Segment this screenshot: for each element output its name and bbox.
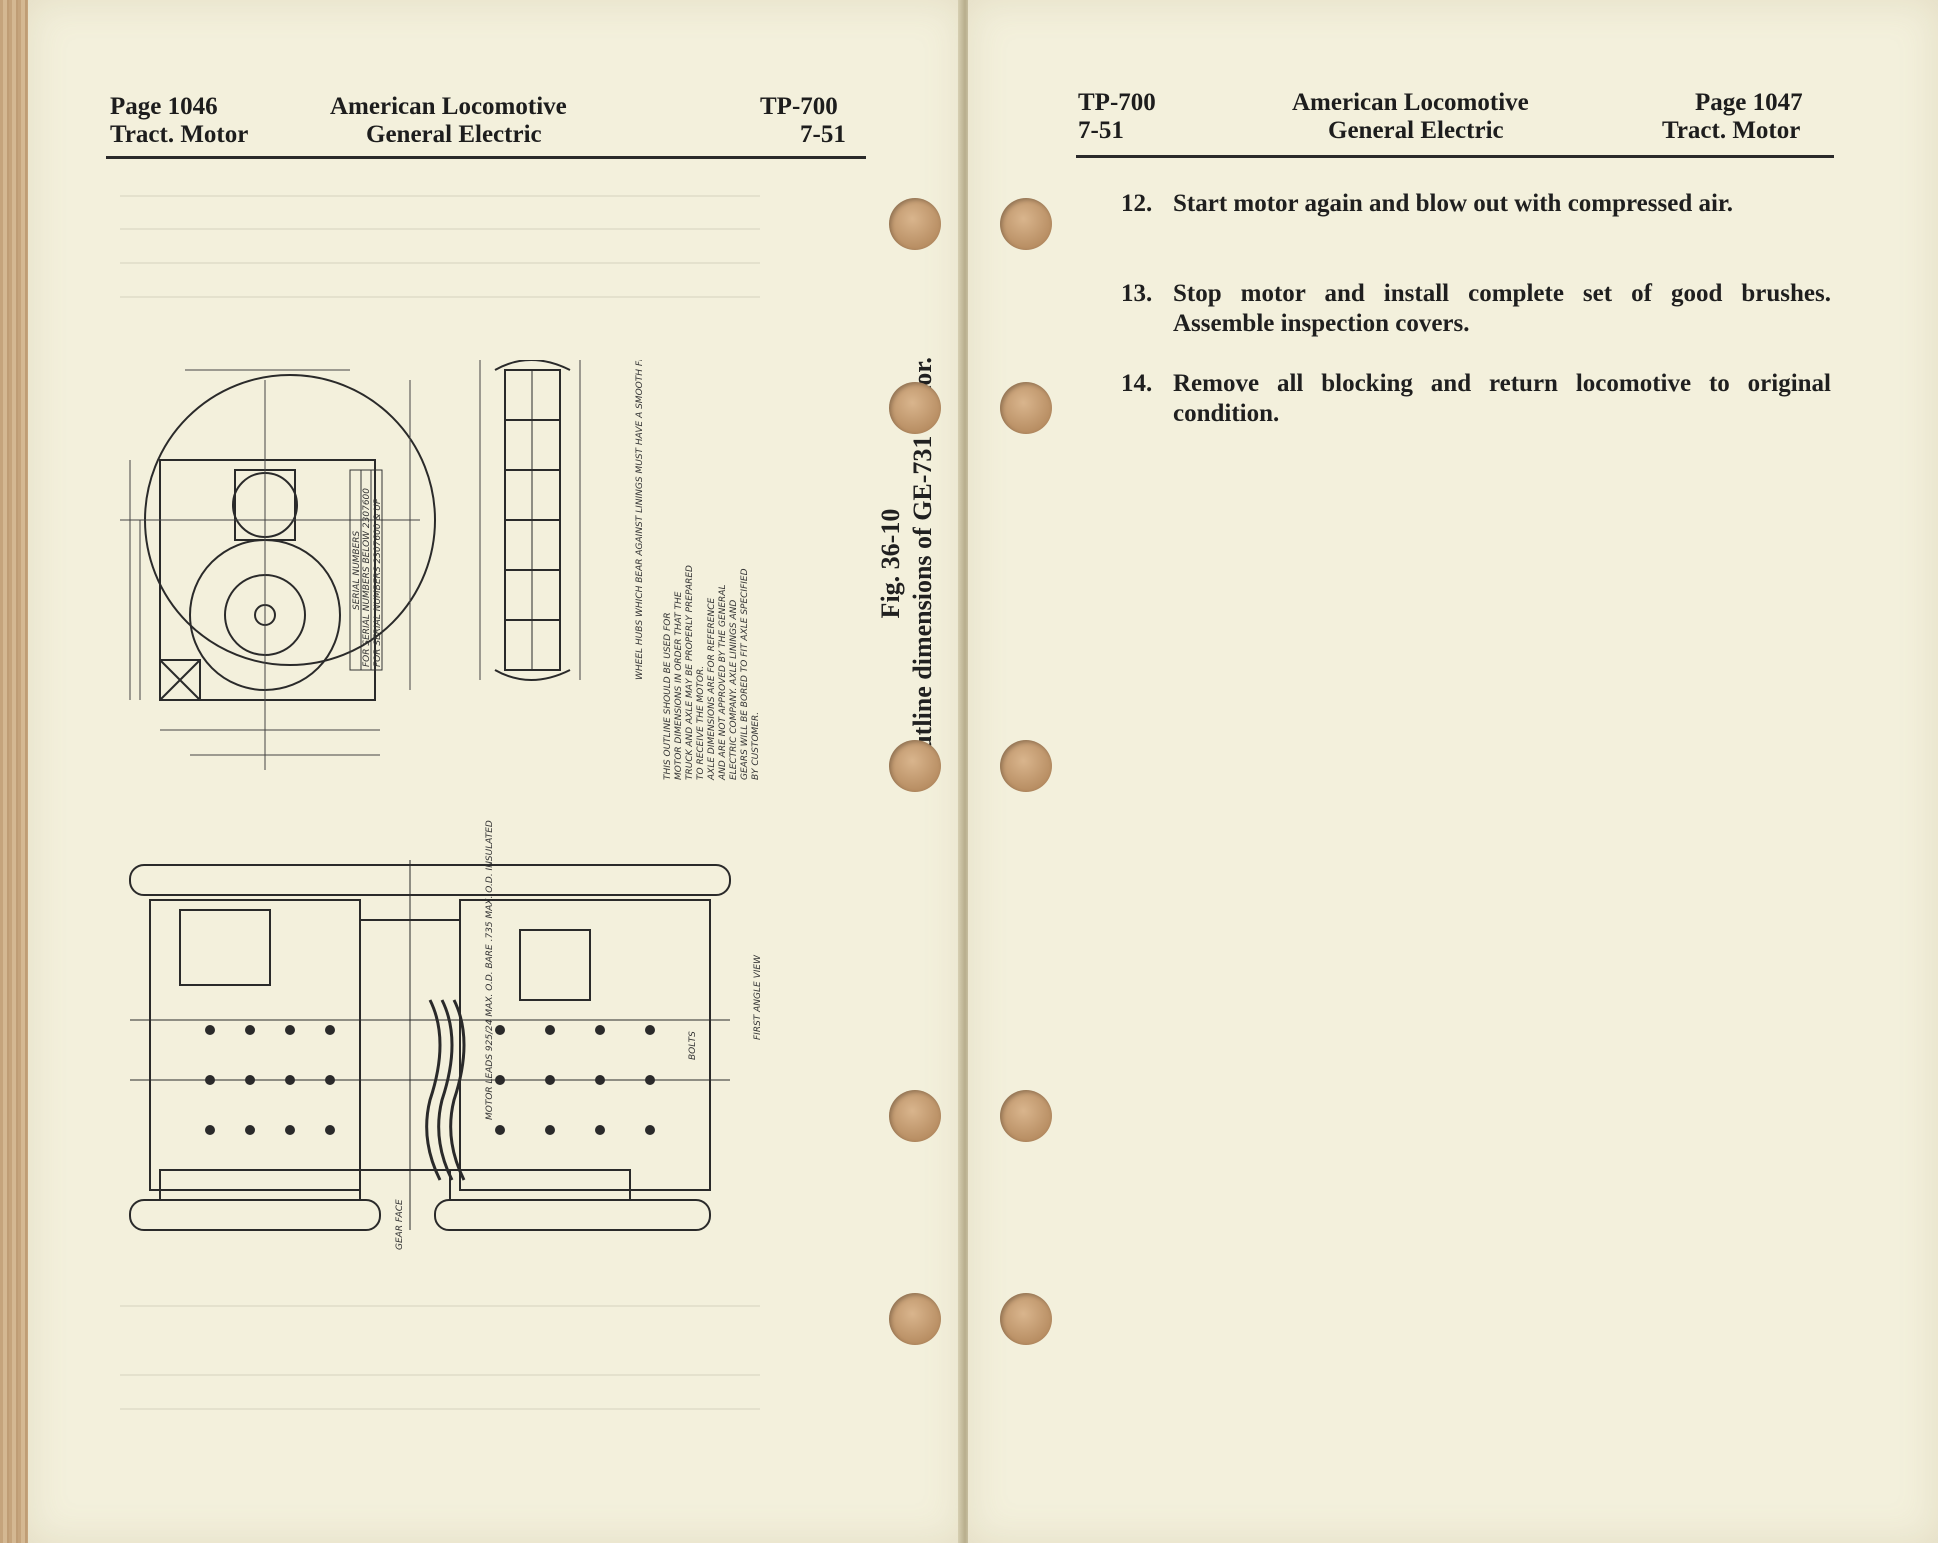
svg-text:ELECTRIC COMPANY. AXLE LININGS: ELECTRIC COMPANY. AXLE LININGS AND: [729, 600, 739, 780]
left-title-line2: General Electric: [366, 121, 542, 148]
bleed-through: [120, 262, 760, 264]
left-page-number: Page 1046: [110, 93, 218, 120]
binder-hole: [889, 1090, 941, 1142]
bleed-through: [120, 1408, 760, 1410]
left-date: 7-51: [800, 121, 846, 148]
left-header-rule: [106, 156, 866, 159]
motor-frame: [159, 459, 376, 701]
left-title-line1: American Locomotive: [330, 93, 567, 120]
right-doc-number: TP-700: [1078, 89, 1156, 116]
step-number: 14.: [1121, 370, 1153, 397]
step-text: Remove all blocking and return locomotiv…: [1173, 370, 1831, 427]
left-page: [28, 0, 963, 1543]
right-page: [968, 0, 1938, 1543]
svg-text:THIS OUTLINE SHOULD BE USED FO: THIS OUTLINE SHOULD BE USED FOR: [663, 612, 673, 780]
binder-hole: [889, 740, 941, 792]
bleed-through: [120, 296, 760, 298]
gear-face-note: GEAR FACE: [395, 1199, 405, 1250]
wheel-hubs-note: WHEEL HUBS WHICH BEAR AGAINST LININGS MU…: [635, 360, 645, 680]
serial-table-row1: FOR SERIAL NUMBERS BELOW 2307600: [362, 488, 372, 667]
step-item: 12. Start motor again and blow out with …: [1121, 189, 1831, 219]
outline-note: THIS OUTLINE SHOULD BE USED FOR MOTOR DI…: [663, 565, 761, 781]
binder-hole: [1000, 740, 1052, 792]
serial-table-header: SERIAL NUMBERS: [352, 530, 362, 610]
svg-text:BY CUSTOMER.: BY CUSTOMER.: [751, 712, 761, 780]
step-item: 13. Stop motor and install complete set …: [1121, 279, 1831, 339]
svg-text:AXLE DIMENSIONS ARE FOR REFERE: AXLE DIMENSIONS ARE FOR REFERENCE: [707, 597, 717, 781]
left-section: Tract. Motor: [110, 121, 249, 148]
binder-hole: [889, 1293, 941, 1345]
serial-number-table: SERIAL NUMBERS FOR SERIAL NUMBERS BELOW …: [349, 469, 383, 671]
step-number: 13.: [1121, 280, 1153, 307]
axle-side-view: [494, 360, 571, 681]
left-doc-number: TP-700: [760, 93, 838, 120]
right-title-line1: American Locomotive: [1292, 89, 1529, 116]
step-number: 12.: [1121, 190, 1153, 217]
binder-hole: [1000, 1090, 1052, 1142]
right-header-rule: [1076, 155, 1834, 158]
right-page-number: Page 1047: [1695, 89, 1803, 116]
svg-text:TO RECEIVE THE MOTOR.: TO RECEIVE THE MOTOR.: [696, 666, 706, 780]
motor-plan-view: [129, 860, 731, 1231]
bleed-through: [120, 195, 760, 197]
svg-text:GEARS WILL BE BORED TO FIT AXL: GEARS WILL BE BORED TO FIT AXLE SPECIFIE…: [740, 568, 750, 780]
step-text: Stop motor and install complete set of g…: [1173, 280, 1831, 337]
binder-hole: [1000, 1293, 1052, 1345]
svg-text:TRUCK AND AXLE MAY BE PROPERLY: TRUCK AND AXLE MAY BE PROPERLY PREPARED: [685, 565, 695, 780]
binder-hole: [1000, 382, 1052, 434]
bleed-through: [120, 1305, 760, 1307]
bleed-through: [120, 228, 760, 230]
svg-text:MOTOR DIMENSIONS IN ORDER THAT: MOTOR DIMENSIONS IN ORDER THAT THE: [674, 591, 684, 780]
motor-leads-note: MOTOR LEADS 925/24 MAX. O.D. BARE .735 M…: [485, 820, 495, 1120]
bolts-note: BOLTS: [688, 1031, 698, 1060]
step-text: Start motor again and blow out with comp…: [1173, 190, 1733, 217]
right-date: 7-51: [1078, 117, 1124, 144]
binder-hole: [889, 382, 941, 434]
step-item: 14. Remove all blocking and return locom…: [1121, 369, 1831, 429]
svg-text:AND ARE NOT APPROVED BY THE GE: AND ARE NOT APPROVED BY THE GENERAL: [718, 585, 728, 782]
bleed-through: [120, 1374, 760, 1376]
right-title-line2: General Electric: [1328, 117, 1504, 144]
binder-hole: [889, 198, 941, 250]
serial-table-row2: FOR SERIAL NUMBERS 2307600 & UP: [373, 498, 383, 667]
first-angle-view-note: FIRST ANGLE VIEW: [753, 954, 763, 1040]
binder-hole: [1000, 198, 1052, 250]
right-section: Tract. Motor: [1662, 117, 1801, 144]
motor-outline-drawing: SERIAL NUMBERS FOR SERIAL NUMBERS BELOW …: [120, 360, 763, 1250]
